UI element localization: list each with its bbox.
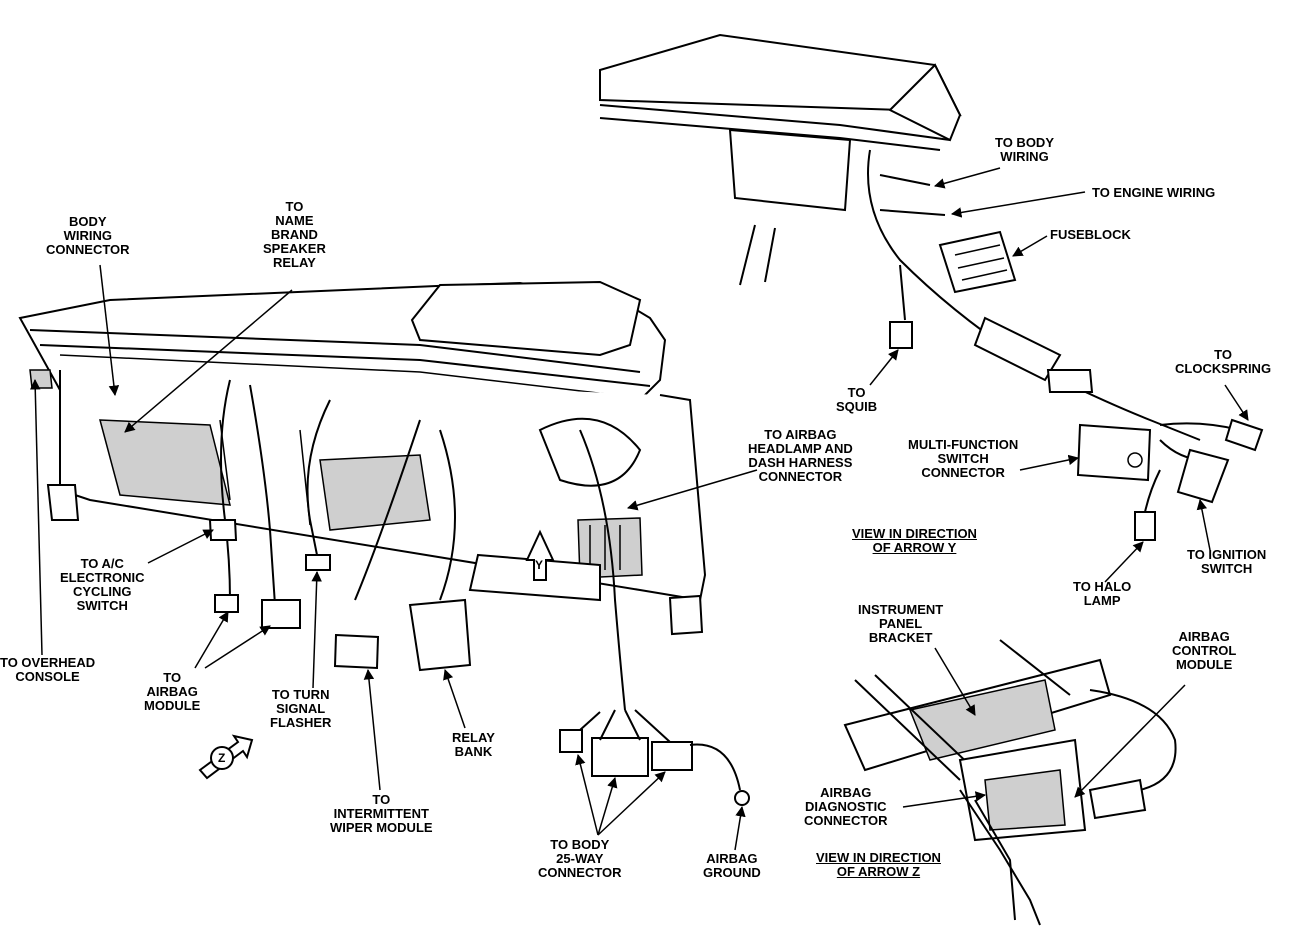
leader-lines — [29, 167, 1249, 851]
label-to-intermittent-wiper-module: TO INTERMITTENT WIPER MODULE — [330, 792, 433, 835]
label-airbag-ground: AIRBAG GROUND — [703, 851, 761, 880]
arrow-z-indicator — [198, 734, 254, 780]
label-name-brand-speaker-relay: TO NAME BRAND SPEAKER RELAY — [263, 199, 326, 270]
view-arrow-z-drawing — [843, 639, 1177, 926]
label-instrument-panel-bracket: INSTRUMENT PANEL BRACKET — [858, 602, 944, 645]
label-to-body-25-way-connector: TO BODY 25-WAY CONNECTOR — [538, 837, 622, 880]
label-to-clockspring: TO CLOCKSPRING — [1175, 347, 1272, 376]
label-to-ignition-switch: TO IGNITION SWITCH — [1187, 547, 1267, 576]
label-arrow-y: Y — [535, 558, 544, 572]
label-body-wiring-connector: BODY WIRING CONNECTOR — [46, 214, 130, 257]
label-to-turn-signal-flasher: TO TURN SIGNAL FLASHER — [270, 687, 332, 730]
label-to-squib: TO SQUIB — [836, 385, 878, 414]
view-arrow-y-drawing — [599, 33, 1264, 541]
harness-wires-main — [208, 379, 750, 806]
label-to-airbag-headlamp-dash-harness: TO AIRBAG HEADLAMP AND DASH HARNESS CONN… — [748, 427, 853, 484]
label-view-arrow-y: VIEW IN DIRECTION OF ARROW Y — [852, 526, 977, 555]
label-view-arrow-z: VIEW IN DIRECTION OF ARROW Z — [816, 850, 941, 879]
label-to-halo-lamp: TO HALO LAMP — [1073, 579, 1132, 608]
label-multi-function-switch-connector: MULTI-FUNCTION SWITCH CONNECTOR — [908, 437, 1019, 480]
label-to-airbag-module: TO AIRBAG MODULE — [144, 670, 201, 713]
label-to-overhead-console: TO OVERHEAD CONSOLE — [0, 655, 96, 684]
label-airbag-diagnostic-connector: AIRBAG DIAGNOSTIC CONNECTOR — [804, 785, 888, 828]
label-fuseblock: FUSEBLOCK — [1050, 227, 1131, 242]
label-to-ac-switch: TO A/C ELECTRONIC CYCLING SWITCH — [60, 556, 145, 613]
label-airbag-control-module: AIRBAG CONTROL MODULE — [1172, 629, 1237, 672]
arrow-y-indicator — [525, 529, 555, 581]
label-arrow-z: Z — [218, 751, 226, 765]
label-relay-bank: RELAY BANK — [452, 730, 495, 759]
label-to-engine-wiring: TO ENGINE WIRING — [1092, 185, 1216, 200]
label-to-body-wiring: TO BODY WIRING — [995, 135, 1054, 164]
